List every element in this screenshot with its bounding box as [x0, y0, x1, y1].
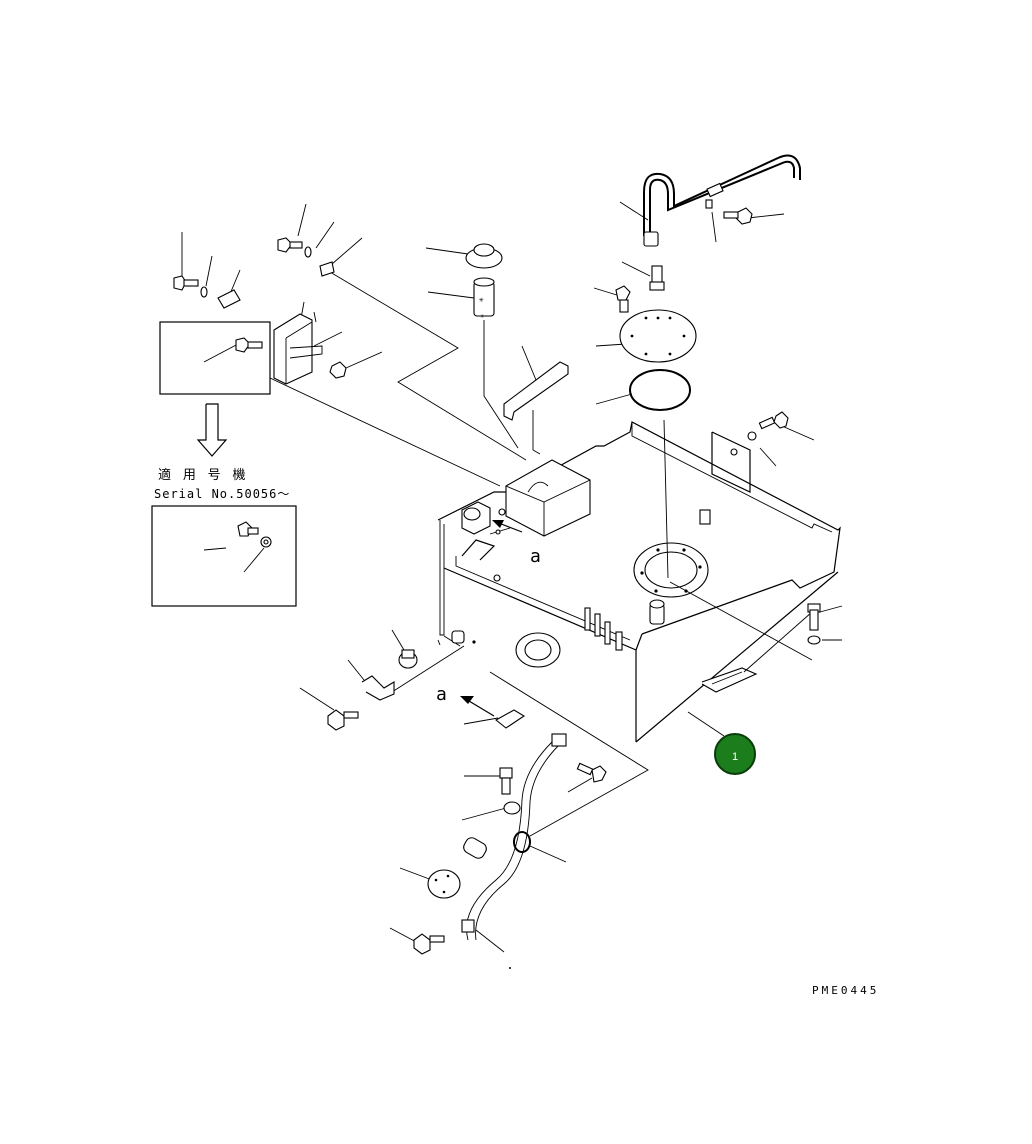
suction-piping — [413, 709, 607, 969]
hydraulic-tank — [437, 421, 841, 743]
view-marker-lower-label: a — [436, 684, 447, 705]
bolt-icon — [758, 411, 789, 430]
callout-number: 1 — [732, 751, 738, 763]
view-marker-lower: a — [436, 684, 495, 717]
detail-box-2 — [151, 505, 297, 607]
bolt-icon — [499, 767, 513, 795]
view-marker-upper: a — [492, 520, 541, 567]
bolt-icon — [173, 275, 199, 291]
bolt-icon — [237, 521, 272, 548]
callout-circle[interactable] — [714, 733, 756, 775]
nut-icon — [329, 361, 347, 379]
detail-box-1 — [159, 321, 271, 395]
bolt-icon — [235, 337, 263, 353]
bolt-icon — [413, 933, 445, 955]
bolt-icon — [723, 207, 753, 225]
leader-lines — [181, 201, 843, 953]
view-marker-upper-label: a — [530, 546, 541, 567]
drawing-code: PME0445 — [812, 984, 879, 997]
applicable-machines-label: 適 用 号 機 — [158, 467, 247, 483]
down-arrow-icon — [196, 403, 228, 457]
svg-text:✳: ✳ — [480, 312, 485, 320]
bolt-icon — [327, 709, 359, 731]
bolt-icon — [615, 285, 631, 313]
filler-cap: ✳ ✳ — [465, 243, 503, 320]
bolt-icon — [807, 603, 821, 631]
upper-left-bracket-parts — [159, 237, 347, 457]
callout-1[interactable]: 1 — [714, 733, 756, 775]
bolt-icon — [576, 762, 607, 783]
serial-number-label: Serial No.50056～ — [154, 487, 290, 501]
return-pipe — [615, 154, 801, 411]
filter-guard — [503, 361, 569, 421]
svg-text:✳: ✳ — [479, 295, 484, 304]
bolt-icon — [277, 237, 303, 253]
connection-lines — [269, 271, 813, 837]
clamp-icon — [398, 649, 418, 669]
lower-left-parts — [327, 649, 418, 731]
